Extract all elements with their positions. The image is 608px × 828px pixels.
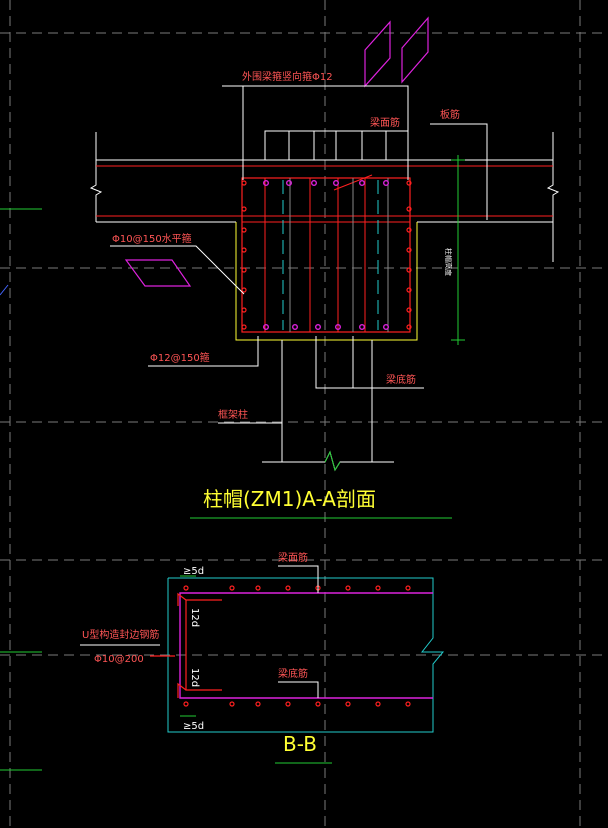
beam-bars-b <box>179 592 433 699</box>
stirrup-phi12-label: Φ12@150箍 <box>150 351 210 364</box>
cap-depth-label: 柱帽高度 <box>444 248 453 276</box>
beam-outline-b <box>167 577 445 733</box>
cap-depth-dimension <box>451 155 465 345</box>
rebar-dots-a <box>263 179 390 331</box>
section-b: ≥5d ≥5d 12d 12d 梁面筋 梁底筋 U型构造封边钢筋 Φ10@200… <box>80 551 445 764</box>
slab-top-bars <box>96 165 553 217</box>
frame-column-label: 框架柱 <box>218 408 248 421</box>
u-bar-label-line1: U型构造封边钢筋 <box>82 628 159 641</box>
slab-outline <box>89 132 560 262</box>
leaders-b <box>80 565 319 698</box>
anchor-top-label: ≥5d <box>183 566 204 577</box>
slab-bar-label: 板筋 <box>440 108 460 121</box>
cap-outline <box>235 222 418 341</box>
u-bar-label-line2: Φ10@200 <box>94 654 144 665</box>
cap-inner-dark <box>289 178 389 332</box>
cap-stirrup <box>241 177 411 333</box>
anchor-bottom-label: ≥5d <box>183 721 204 732</box>
hatch-symbols <box>124 16 429 287</box>
lap-12d-top-label: 12d <box>189 608 200 627</box>
column-break <box>324 450 341 472</box>
horizontal-stirrup-label: Φ10@150水平箍 <box>112 232 192 245</box>
outer-vertical-bar-label: 外围梁箍竖向箍Φ12 <box>242 70 333 83</box>
beam-top-bar-label-b: 梁面筋 <box>278 551 308 564</box>
b-dim-ticks <box>180 575 196 717</box>
edge-marks <box>0 208 42 771</box>
leaders-a <box>110 85 488 424</box>
edge-blue-tick <box>0 284 9 296</box>
section-a-title: 柱帽(ZM1)A-A剖面 <box>203 487 376 511</box>
u-bar-b <box>150 592 222 698</box>
cap-inner-bars <box>242 174 410 332</box>
section-a: 外围梁箍竖向箍Φ12 梁面筋 板筋 Φ10@150水平箍 Φ12@150箍 梁底… <box>89 70 560 519</box>
beam-top-bar-label-a: 梁面筋 <box>370 116 400 129</box>
cap-cyan-dashes <box>282 180 379 330</box>
beam-bottom-bar-label-a: 梁底筋 <box>386 373 416 386</box>
beam-bottom-bar-label-b: 梁底筋 <box>278 667 308 680</box>
edge-dots-a <box>241 180 412 330</box>
lap-12d-bottom-label: 12d <box>189 668 200 687</box>
section-b-title: B-B <box>283 732 317 756</box>
